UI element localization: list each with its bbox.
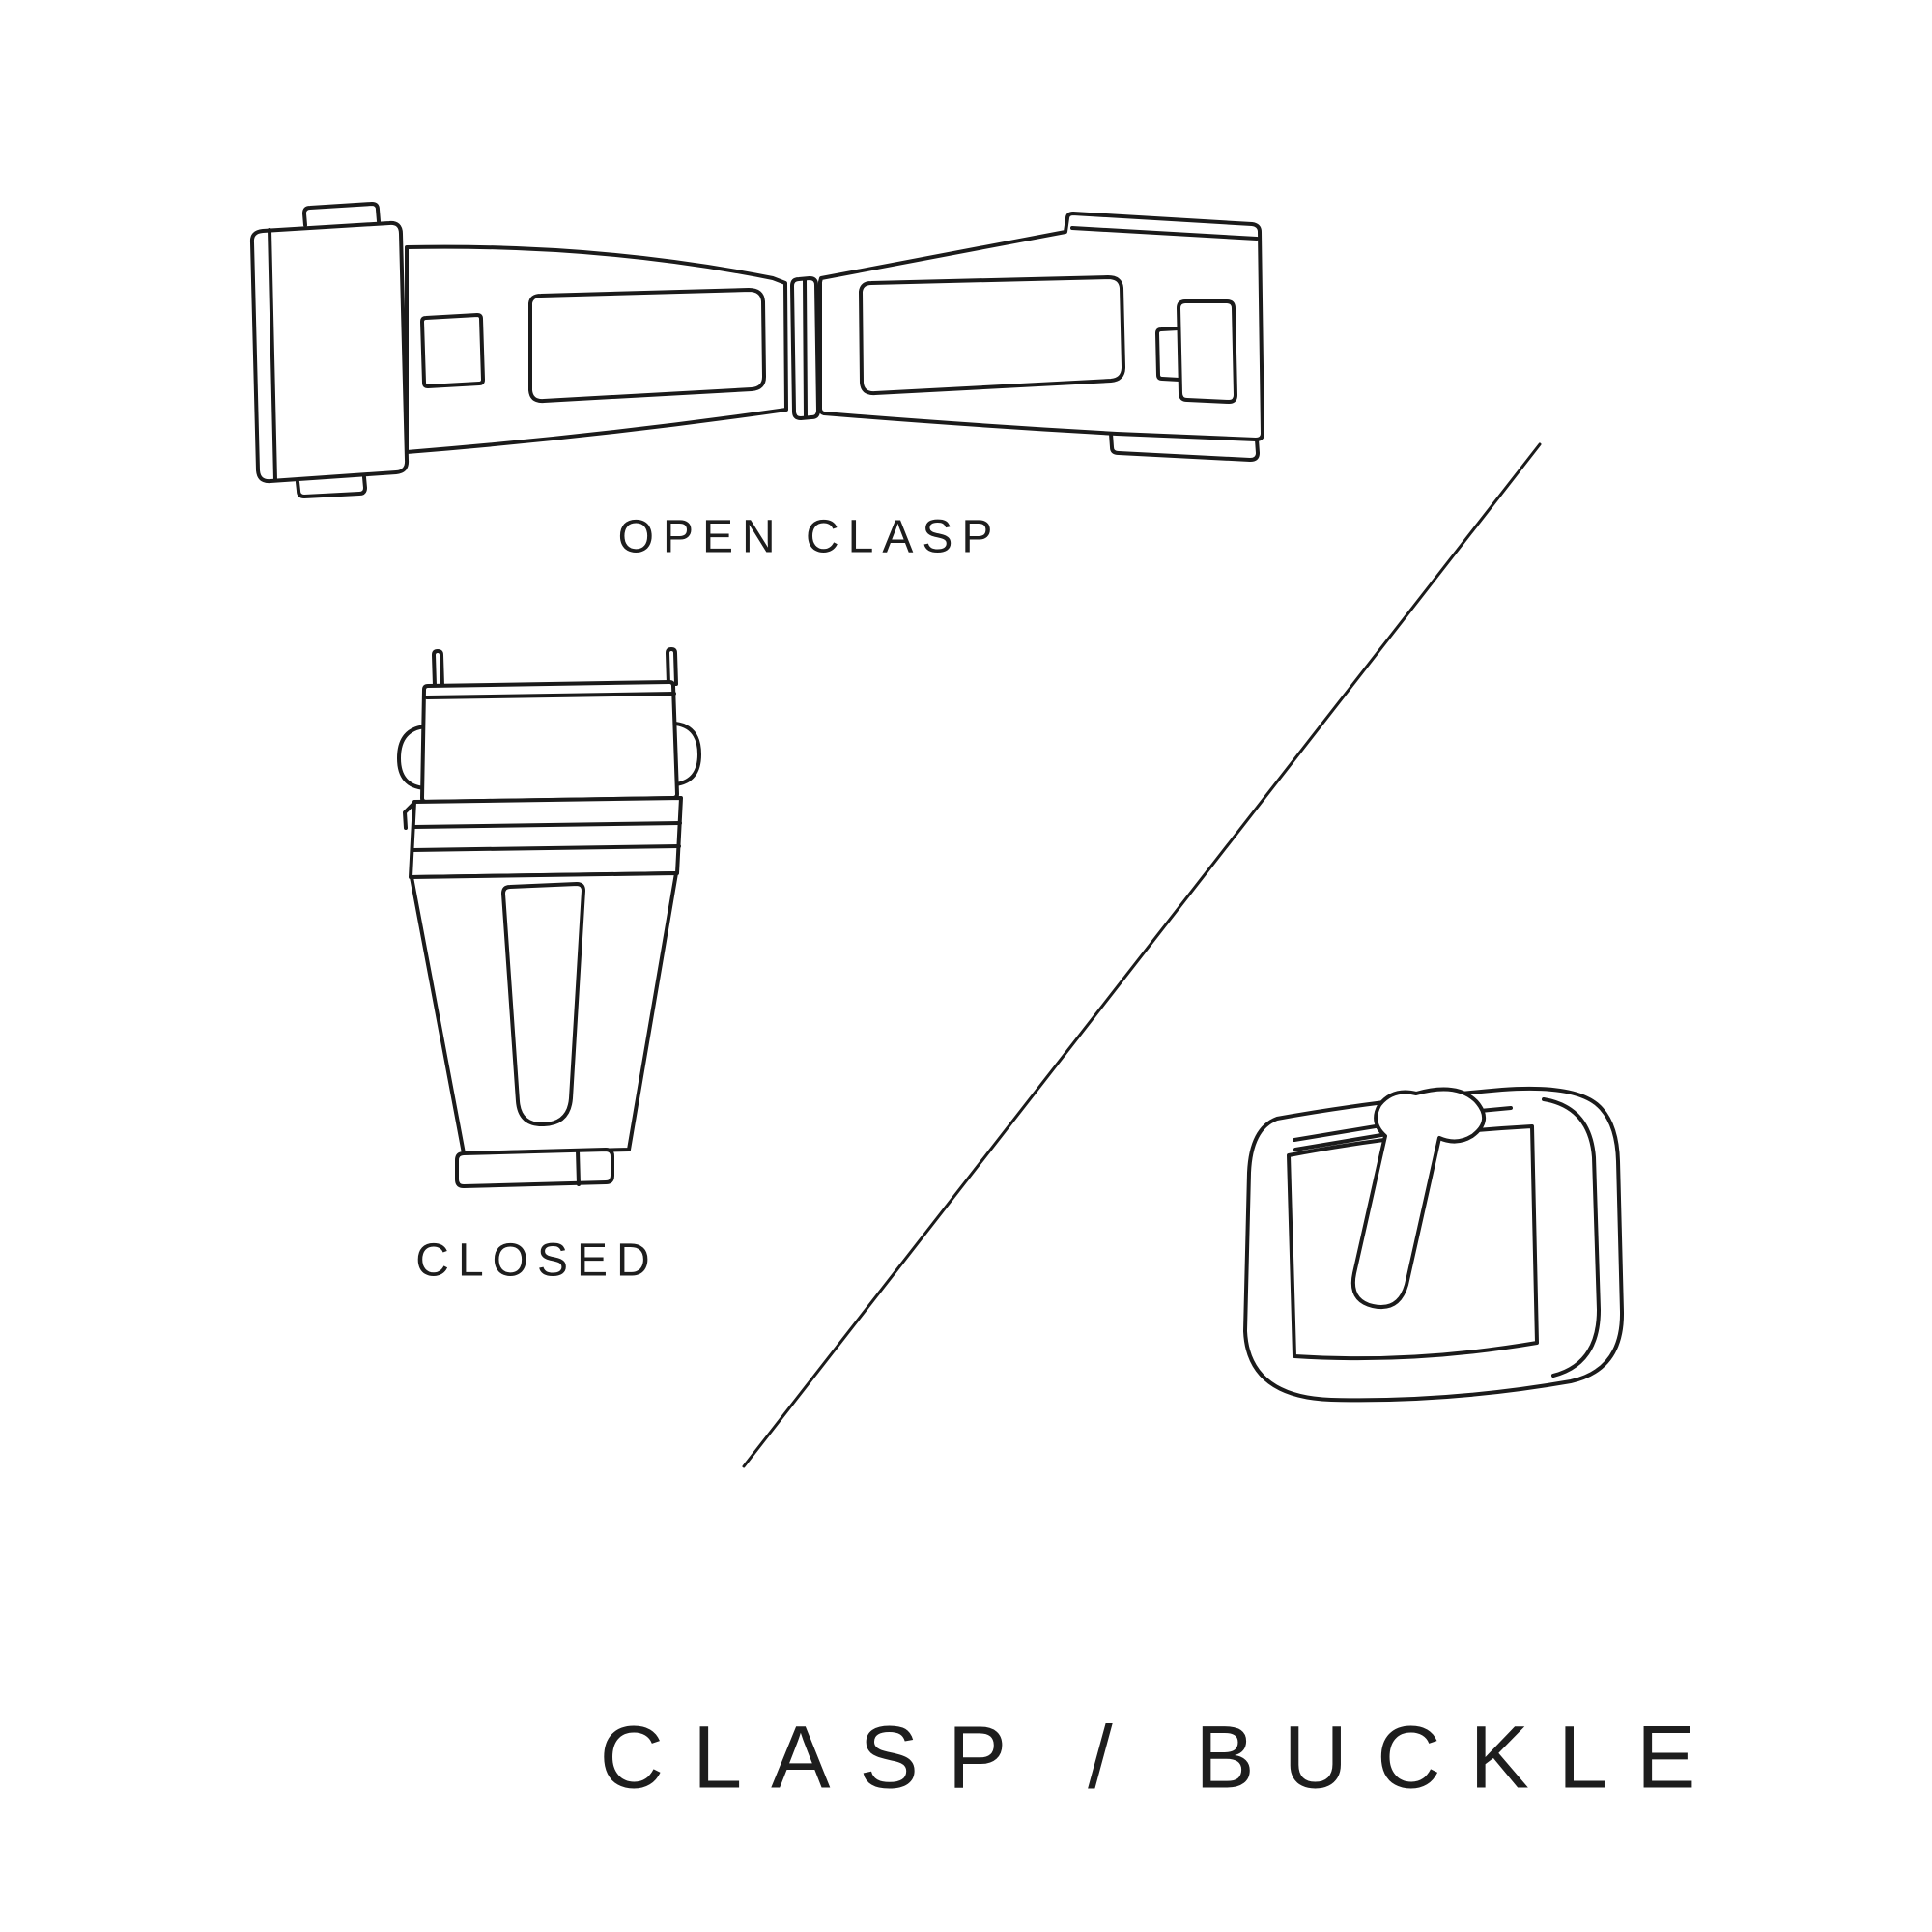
buckle-frame: [1243, 1086, 1625, 1403]
buckle-opening: [1287, 1124, 1539, 1361]
open-clasp-right-strap: [818, 212, 1264, 441]
diagonal-divider: [742, 442, 1542, 1468]
closed-clasp-top-box: [420, 680, 679, 804]
closed-clasp-body: [410, 871, 678, 1155]
closed-clasp-window: [501, 882, 585, 1127]
closed-clasp-prong-left: [432, 649, 444, 688]
buckle-tang: [1350, 1087, 1486, 1309]
closed-clasp-top-line: [425, 692, 676, 699]
open-clasp-endpiece-edge: [268, 228, 277, 482]
closed-clasp-ear-right: [673, 722, 701, 786]
open-clasp-bottom-tab: [296, 475, 367, 498]
closed-clasp-cap: [455, 1148, 614, 1188]
closed-clasp-label: CLOSED: [415, 1235, 659, 1287]
closed-clasp-band: [409, 796, 683, 879]
open-clasp-hinge-line: [803, 278, 808, 418]
closed-clasp-band-line1: [412, 821, 682, 829]
open-clasp-right-bottom-strip: [1109, 432, 1260, 462]
open-clasp-left-notch: [420, 313, 485, 388]
buckle-rolled-edge: [1542, 1097, 1601, 1378]
open-clasp-latch: [1177, 299, 1237, 404]
closed-clasp-illustration: [397, 647, 701, 1188]
closed-clasp-prong-right: [666, 647, 678, 686]
open-clasp-left-window: [528, 288, 766, 404]
open-clasp-top-tab: [302, 202, 381, 227]
open-clasp-latch-hook: [1155, 327, 1181, 382]
page-title: CLASP / BUCKLE: [599, 1708, 1725, 1807]
closed-clasp-band-notch: [403, 801, 416, 830]
open-clasp-right-edge-line: [1070, 226, 1259, 241]
open-clasp-endpiece: [249, 220, 410, 484]
buckle-illustration: [1243, 1086, 1625, 1403]
closed-clasp-band-line2: [411, 844, 681, 852]
open-clasp-illustration: [249, 202, 1264, 498]
closed-clasp-ear-left: [397, 724, 427, 790]
open-clasp-left-strap: [405, 244, 788, 454]
open-clasp-label: OPEN CLASP: [617, 511, 1002, 563]
open-clasp-right-window: [859, 275, 1125, 396]
closed-clasp-cap-line: [576, 1149, 581, 1186]
